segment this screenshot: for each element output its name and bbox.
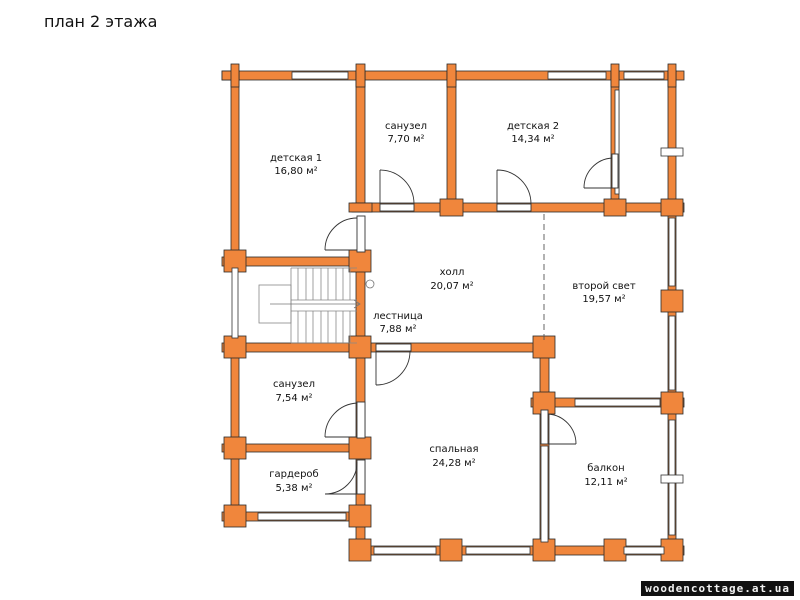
door-opening [356,459,366,495]
page-title: план 2 этажа [44,12,158,31]
room-name: санузел [385,121,427,132]
door-swing [547,413,577,445]
room-area: 12,11 м² [584,477,627,488]
door-swing [375,350,411,386]
door-opening [611,153,619,189]
room-name: санузел [273,379,315,390]
door-swing [583,157,613,189]
watermark: woodencottage.at.ua [641,581,794,596]
staircase [258,267,375,344]
room-name: спальная [429,444,478,455]
room-area: 16,80 м² [274,166,317,177]
window [623,546,665,555]
door-swing [324,217,358,251]
wall-right-top [667,70,677,207]
door-swing [496,169,532,205]
window [257,512,347,521]
window [668,315,676,391]
room-area: 7,54 м² [276,393,313,404]
window [547,71,607,80]
wall-bath1-right [446,70,457,212]
room-name: гардероб [269,469,318,480]
room-name: холл [440,267,465,278]
door-swing [324,402,358,438]
room-area: 19,57 м² [582,294,625,305]
window [623,71,665,80]
wall-kids1-right [355,70,366,212]
window [574,398,661,407]
window [291,71,349,80]
wall-left-upper [230,70,240,267]
room-area: 20,07 м² [430,281,473,292]
door-opening [356,215,366,253]
room-name: балкон [587,463,624,474]
room-labels: детская 1 16,80 м² санузел 7,70 м² детск… [269,121,636,494]
room-area: 7,70 м² [388,134,425,145]
room-name: лестница [373,311,423,322]
door-opening [356,401,366,439]
door-opening [496,203,532,212]
door-swing [324,461,358,495]
door-opening [375,343,412,352]
windows [231,71,676,555]
room-area: 7,88 м² [380,324,417,335]
doors [324,153,619,495]
window [373,546,437,555]
room-area: 24,28 м² [432,458,475,469]
room-name: второй свет [572,281,636,292]
door-opening [540,409,549,445]
window [668,217,676,287]
window [231,267,239,339]
wall-left-lower [230,342,240,524]
door-swing [379,169,415,205]
window [614,89,620,195]
room-area: 14,34 м² [511,134,554,145]
window [465,546,531,555]
door-opening [379,203,415,212]
room-name: детская 2 [507,121,559,132]
room-area: 5,38 м² [276,483,313,494]
room-name: детская 1 [270,153,322,164]
window [540,445,549,543]
